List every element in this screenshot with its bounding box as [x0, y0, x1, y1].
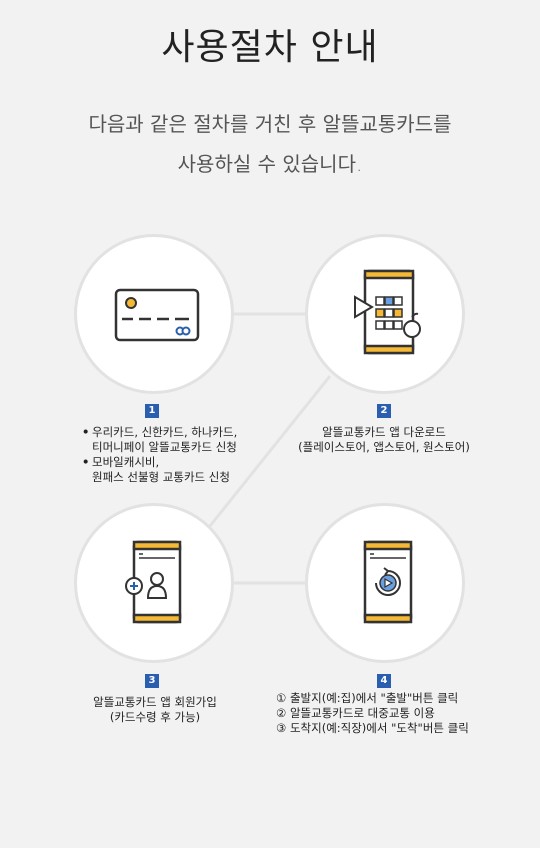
- step-4-circle: [305, 503, 465, 663]
- step-3-line-1: 알뜰교통카드 앱 회원가입: [93, 695, 217, 709]
- step-2-line-1: 알뜰교통카드 앱 다운로드: [322, 425, 446, 439]
- bullet-icon: •: [82, 425, 90, 439]
- step-1-bullet-2-line-2: 원패스 선불형 교통카드 신청: [92, 470, 230, 484]
- credit-card-icon: [114, 288, 200, 342]
- step-2-circle: [305, 234, 465, 394]
- step-3-number: 3: [145, 674, 159, 688]
- step-4-line-1: ① 출발지(예:집)에서 "출발"버튼 클릭: [276, 691, 459, 705]
- member-signup-icon: [125, 540, 182, 624]
- step-4-line-2: ② 알뜰교통카드로 대중교통 이용: [276, 706, 435, 720]
- step-3-circle: [74, 503, 234, 663]
- step-2-line-2: (플레이스토어, 앱스토어, 원스토어): [298, 440, 470, 454]
- app-play-icon: [363, 540, 413, 624]
- step-4-number: 4: [377, 674, 391, 688]
- step-1-circle: [74, 234, 234, 394]
- step-1-bullet-2-line-1: 모바일캐시비,: [92, 455, 160, 469]
- step-2-number: 2: [377, 404, 391, 418]
- app-download-icon: [354, 269, 421, 355]
- intro-line-1: 다음과 같은 절차를 거친 후 알뜰교통카드를: [88, 112, 452, 136]
- page-title: 사용절차 안내: [161, 27, 379, 68]
- step-1-bullet-1-line-2: 티머니페이 알뜰교통카드 신청: [92, 440, 237, 454]
- bullet-icon: •: [82, 455, 90, 469]
- step-4-line-3: ③ 도착지(예:직장)에서 "도착"버튼 클릭: [276, 721, 469, 735]
- intro-line-2: 사용하실 수 있습니다.: [177, 152, 363, 176]
- step-1-bullet-1: • 우리카드, 신한카드, 하나카드, 티머니페이 알뜰교통카드 신청: [82, 425, 292, 455]
- step-3-description: 알뜰교통카드 앱 회원가입 (카드수령 후 가능): [60, 695, 250, 725]
- step-4-description: ① 출발지(예:집)에서 "출발"버튼 클릭 ② 알뜰교통카드로 대중교통 이용…: [276, 691, 506, 736]
- step-1-number: 1: [145, 404, 159, 418]
- step-2-description: 알뜰교통카드 앱 다운로드 (플레이스토어, 앱스토어, 원스토어): [284, 425, 484, 455]
- step-1-bullet-2: • 모바일캐시비, 원패스 선불형 교통카드 신청: [82, 455, 292, 485]
- step-1-description: • 우리카드, 신한카드, 하나카드, 티머니페이 알뜰교통카드 신청 • 모바…: [82, 425, 292, 485]
- step-1-bullet-1-line-1: 우리카드, 신한카드, 하나카드,: [92, 425, 238, 439]
- step-3-line-2: (카드수령 후 가능): [109, 710, 201, 724]
